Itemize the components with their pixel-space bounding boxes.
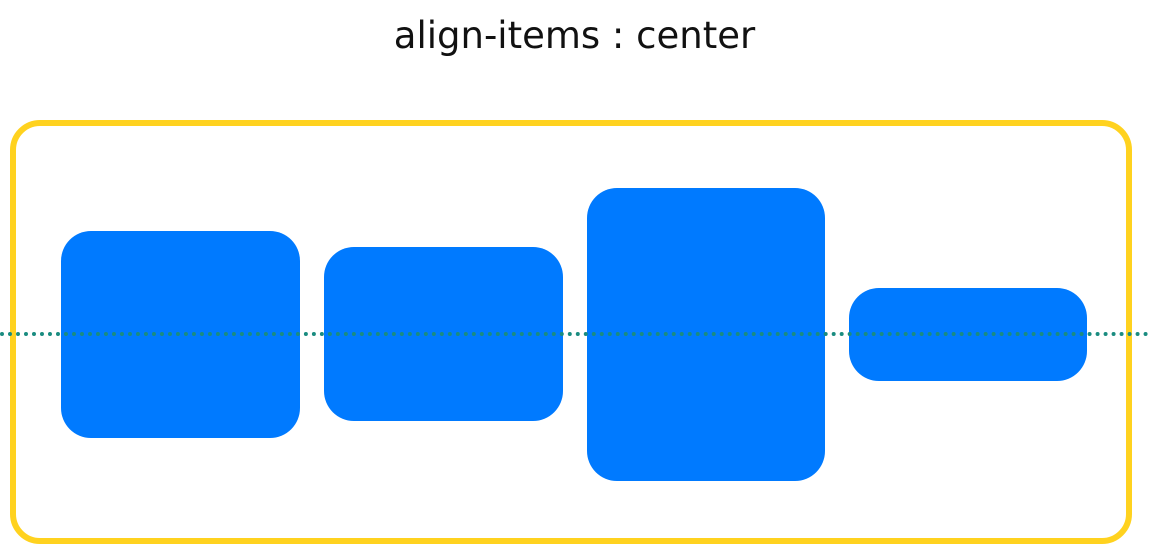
- center-axis-line: [0, 332, 1149, 336]
- diagram-title: align-items : center: [393, 14, 756, 57]
